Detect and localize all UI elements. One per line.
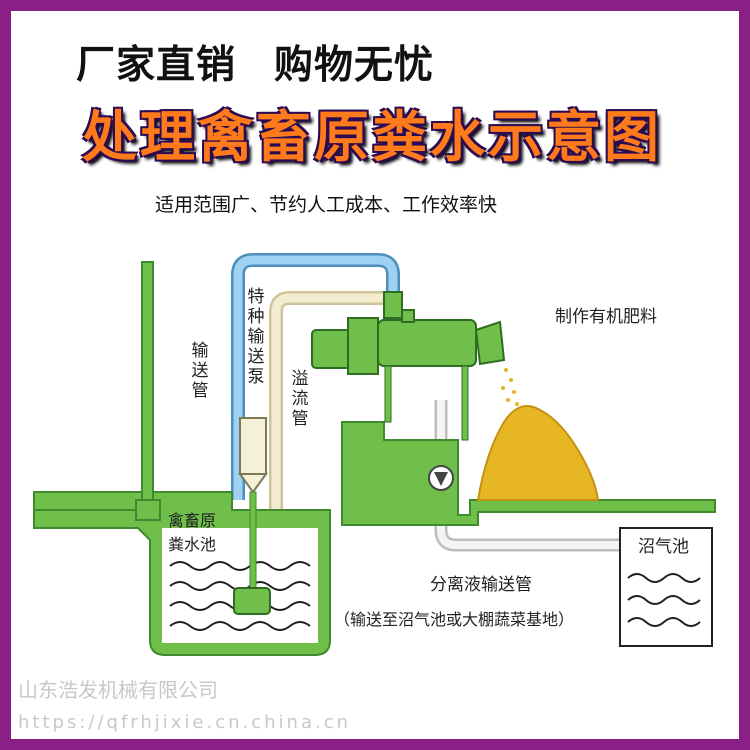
delivery-pipe-label: 输送管 (192, 341, 209, 401)
manure-pool-label-line2: 粪水池 (168, 535, 216, 554)
liquid-pipe-label: 分离液输送管 (430, 575, 532, 595)
subtitle: 适用范围广、节约人工成本、工作效率快 (155, 194, 498, 216)
slogan-left: 厂家直销 (76, 43, 237, 88)
slogan: 厂家直销购物无忧 (76, 34, 434, 90)
biogas-waves (627, 573, 701, 627)
compost-heap (476, 405, 600, 501)
pipe-inlet (135, 499, 161, 521)
overflow-pipe (269, 291, 384, 520)
check-valve (428, 465, 454, 491)
watermark-company: 山东浩发机械有限公司 (18, 678, 218, 702)
page-title: 处理禽畜原粪水示意图 (82, 105, 663, 169)
fertilizer-label: 制作有机肥料 (555, 307, 657, 327)
manure-pool-label-line1: 禽畜原 (168, 511, 216, 530)
liquid-pipe-note: （输送至沼气池或大棚蔬菜基地） (334, 610, 574, 629)
left-standpipe (141, 261, 154, 513)
liquid-transfer-pipe (434, 400, 622, 552)
falling-solids (501, 368, 519, 406)
overflow-pipe-label: 溢流管 (292, 369, 309, 429)
slogan-right: 购物无忧 (274, 43, 435, 88)
separator-machine (311, 291, 506, 441)
biogas-pool (619, 527, 713, 647)
blue-delivery-pipe (231, 253, 400, 500)
watermark-url: https://qfrhjixie.cn.china.cn (18, 712, 352, 733)
pump-label: 特种输送泵 (248, 287, 265, 387)
biogas-pool-label: 沼气池 (638, 537, 689, 557)
transfer-pump (233, 417, 271, 615)
